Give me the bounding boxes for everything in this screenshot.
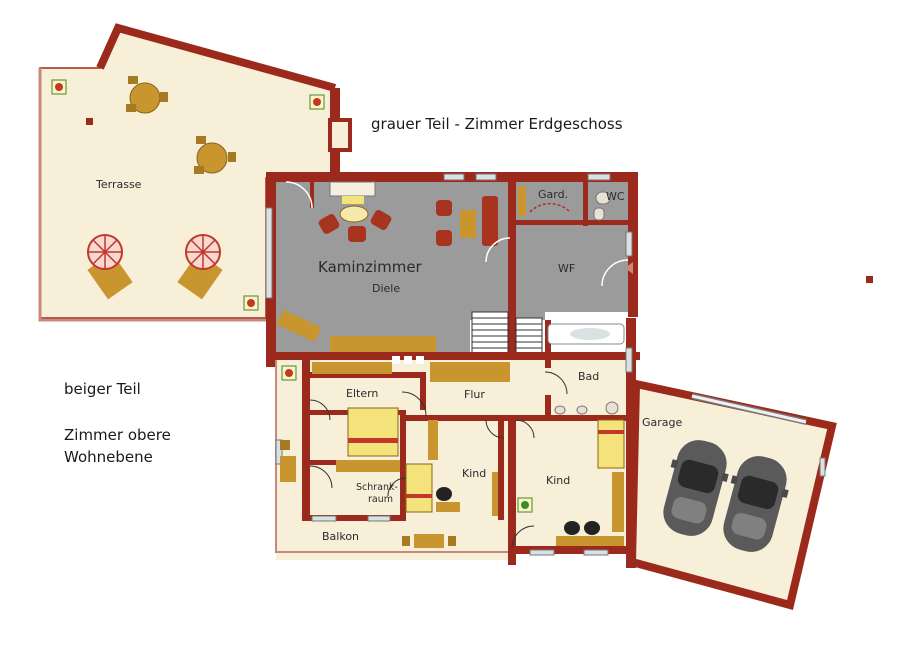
round-table [126, 76, 168, 114]
bed [347, 407, 399, 457]
entrance-arrow-icon [625, 262, 633, 274]
umbrella-icon [87, 234, 133, 300]
plant-icon [517, 497, 533, 513]
room-label-bad: Bad [578, 370, 599, 383]
room-label-gard: Gard. [538, 188, 568, 201]
ground-floor: Kaminzimmer Diele Gard. WC WF [265, 172, 638, 368]
upper-floor-note-line1: Zimmer obere [64, 426, 171, 444]
room-label-eltern: Eltern [346, 387, 378, 400]
plant-icon [309, 94, 325, 110]
round-table [194, 136, 236, 174]
ground-floor-note: grauer Teil - Zimmer Erdgeschoss [371, 115, 623, 133]
room-label-terrasse: Terrasse [95, 178, 142, 191]
room-label-balkon: Balkon [322, 530, 359, 543]
room-label-wf: WF [558, 262, 575, 275]
garage: Garage [627, 379, 837, 610]
bed [405, 463, 433, 513]
car-icon [663, 440, 729, 536]
room-label-kind-1: Kind [462, 467, 486, 480]
armchair-group [436, 196, 498, 246]
beige-part-note: beiger Teil [64, 380, 141, 398]
staircase [471, 311, 543, 359]
room-label-garage: Garage [642, 416, 683, 429]
room-label-wc: WC [606, 190, 625, 203]
plant-icon [51, 79, 67, 95]
room-label-schrankraum-1: Schrank- [356, 482, 398, 493]
plant-icon [243, 295, 259, 311]
upper-floor-note-line2: Wohnebene [64, 448, 153, 466]
room-label-flur: Flur [464, 388, 485, 401]
room-label-diele: Diele [372, 282, 400, 295]
room-label-kaminzimmer: Kaminzimmer [318, 258, 423, 276]
bed [597, 419, 625, 469]
room-label-kind-2: Kind [546, 474, 570, 487]
room-label-schrankraum-2: raum [368, 494, 393, 505]
umbrella-icon [177, 234, 223, 300]
armchair-group [318, 205, 392, 242]
plant-icon [281, 365, 297, 381]
upper-floor: Bad Eltern Flur Kind Kind Schrank- raum … [266, 318, 640, 568]
terrace-area: Terrasse [38, 23, 873, 322]
car-icon [723, 456, 789, 552]
